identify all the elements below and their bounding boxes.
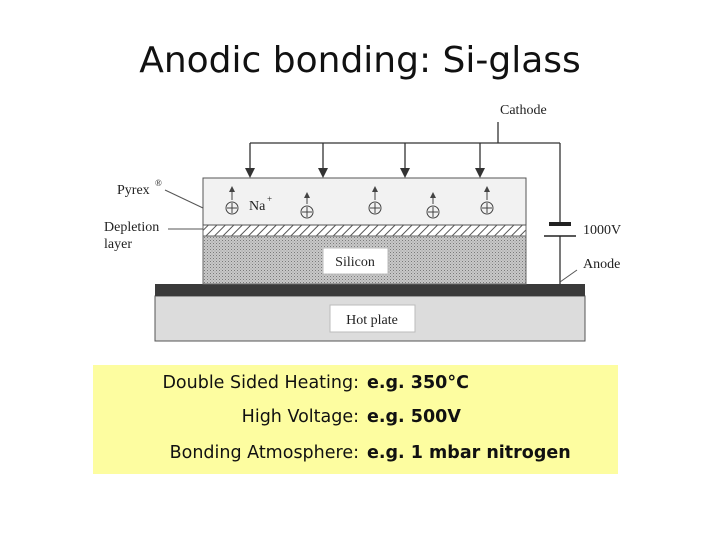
cathode-arrows (245, 143, 485, 178)
sodium-ion-label: Na (249, 199, 266, 214)
anode-label: Anode (583, 257, 620, 272)
bonding-parameters-box: Double Sided Heating: e.g. 350°C High Vo… (93, 365, 618, 474)
pyrex-glass (202, 177, 527, 226)
parameter-label: High Voltage: (241, 407, 359, 427)
pyrex-label: Pyrex (117, 183, 150, 198)
anodic-bonding-diagram: Hot plate Silicon (104, 103, 621, 342)
parameter-row-heating: Double Sided Heating: e.g. 350°C (93, 373, 618, 403)
parameter-label: Double Sided Heating: (162, 373, 359, 393)
slide-title: Anodic bonding: Si-glass (139, 40, 581, 81)
anode-electrode (155, 284, 585, 296)
pyrex-registered-mark: ® (155, 178, 162, 188)
voltage-source-symbol (544, 222, 576, 237)
parameter-value: e.g. 500V (367, 407, 461, 427)
voltage-label: 1000V (583, 223, 621, 238)
parameter-row-voltage: High Voltage: e.g. 500V (93, 407, 618, 437)
silicon-label-box (322, 247, 389, 275)
cathode-label: Cathode (500, 103, 547, 118)
depletion-label-line2: layer (104, 237, 132, 252)
hot-plate-label-box (329, 304, 416, 333)
ion-drift-arrowheads (229, 186, 490, 198)
parameter-label: Bonding Atmosphere: (169, 443, 359, 463)
parameter-row-atmosphere: Bonding Atmosphere: e.g. 1 mbar nitrogen (93, 443, 618, 473)
depletion-layer (202, 224, 527, 237)
label-leader-lines (164, 189, 578, 283)
depletion-label-line1: Depletion (104, 220, 159, 235)
silicon-label: Silicon (335, 255, 375, 270)
sodium-ion-charge: + (267, 194, 272, 204)
parameter-value: e.g. 350°C (367, 373, 469, 393)
parameter-value: e.g. 1 mbar nitrogen (367, 443, 571, 463)
hot-plate-label: Hot plate (346, 313, 398, 328)
